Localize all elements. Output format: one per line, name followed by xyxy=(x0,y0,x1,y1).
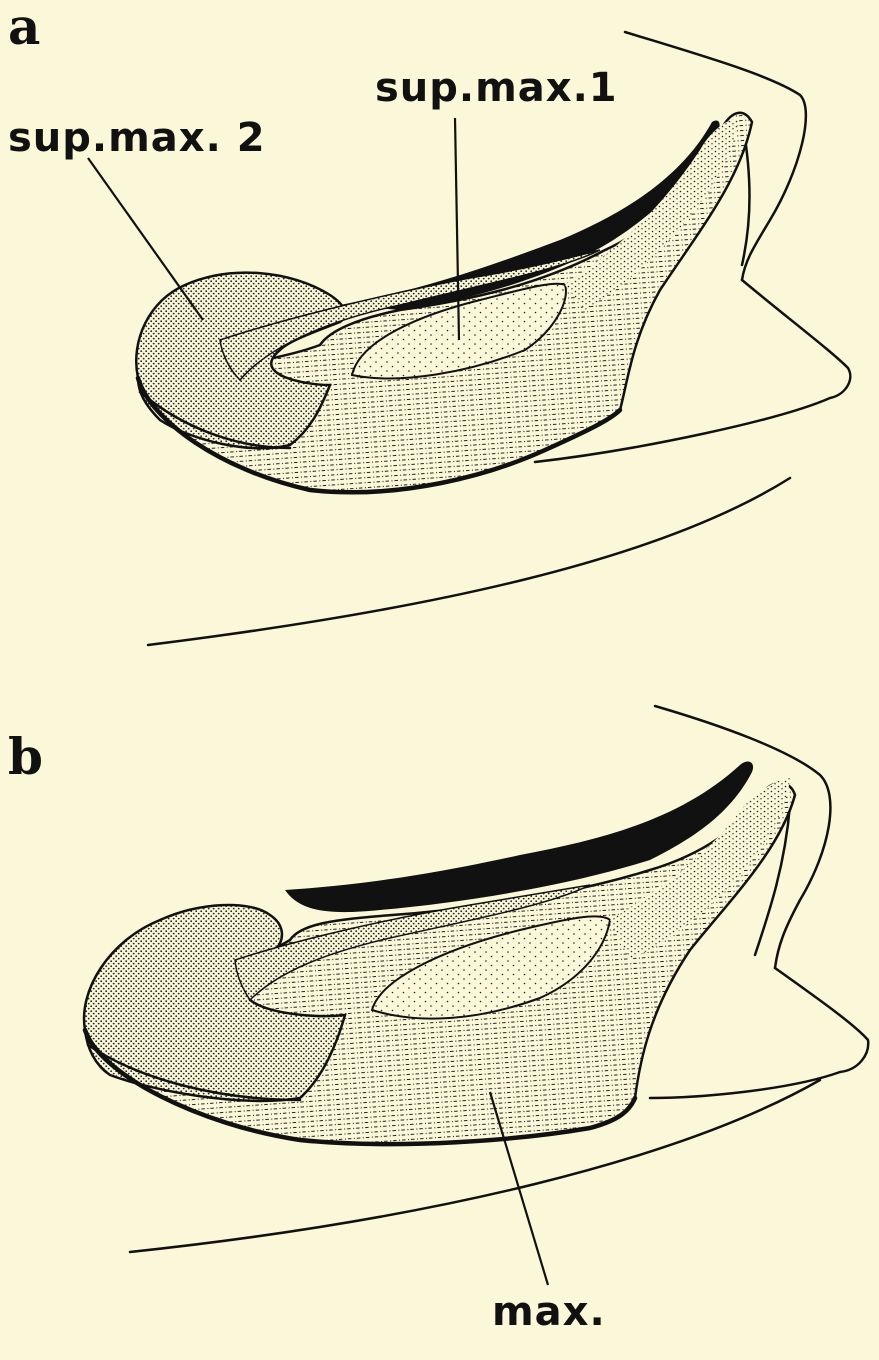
cheek-curve xyxy=(148,478,790,645)
label-sup-max-2: sup.max. 2 xyxy=(8,118,266,158)
panel-a: a sup.max.1 sup.max. 2 xyxy=(0,0,879,680)
panel-b: b max. xyxy=(0,680,879,1360)
label-max: max. xyxy=(492,1292,606,1332)
leader-sup-max-2 xyxy=(88,158,203,320)
drawing-b xyxy=(0,680,879,1360)
label-sup-max-1: sup.max.1 xyxy=(375,68,618,108)
panel-letter-a: a xyxy=(8,2,40,52)
lower-jaw-outline xyxy=(650,968,868,1098)
panel-letter-b: b xyxy=(8,732,43,782)
